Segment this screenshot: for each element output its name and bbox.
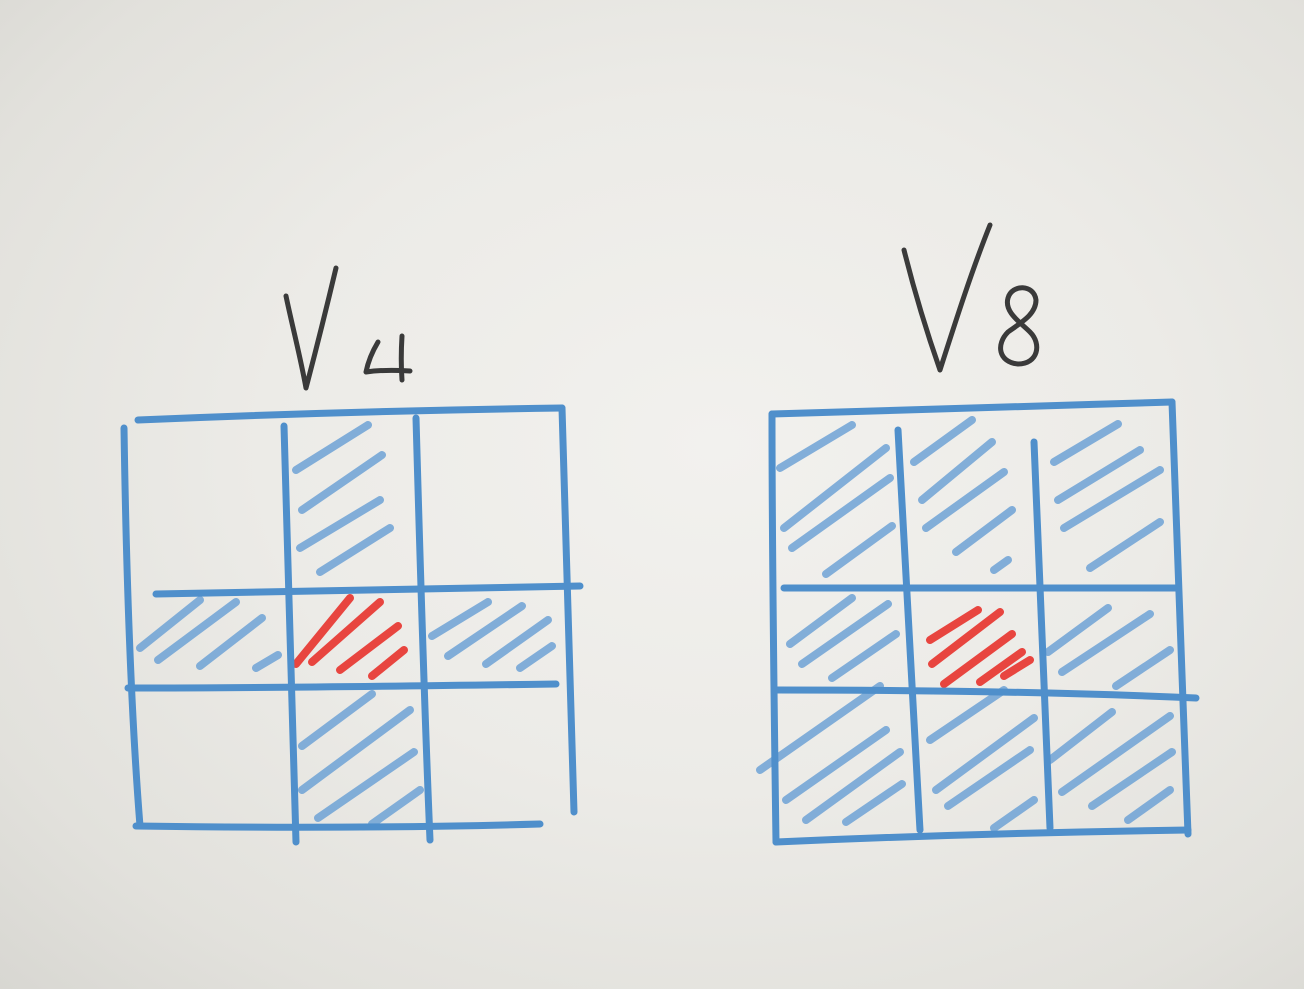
v8-hatch-bottom-right [1046, 708, 1176, 824]
v8-label [901, 222, 1040, 373]
v4-hatch-top-center [292, 421, 394, 576]
v8-hatch-middle-right [1044, 604, 1174, 690]
v8-hatch-top-center [910, 416, 1016, 574]
v8-diagram [756, 398, 1200, 846]
v4-hatch-bottom-center [298, 690, 424, 828]
v8-hatch-bottom-left [756, 682, 906, 826]
v8-hatch-center [926, 606, 1034, 688]
v8-hatch-top-right [1050, 420, 1164, 572]
v4-label-text: V4 [0, 0, 21, 4]
v4-diagram [120, 404, 584, 846]
v4-grid-lines [120, 404, 584, 846]
v4-hatch-center [292, 594, 408, 680]
v8-hatch-middle-left [786, 594, 900, 682]
v8-hatch-top-left [776, 421, 896, 578]
v8-hatch-bottom-center [926, 686, 1038, 832]
v8-label-text: V8 [0, 0, 21, 4]
v4-hatch-middle-right [428, 598, 556, 672]
v4-hatch-middle-left [136, 596, 282, 672]
v8-grid-lines [768, 398, 1200, 846]
v4-label [283, 265, 413, 391]
